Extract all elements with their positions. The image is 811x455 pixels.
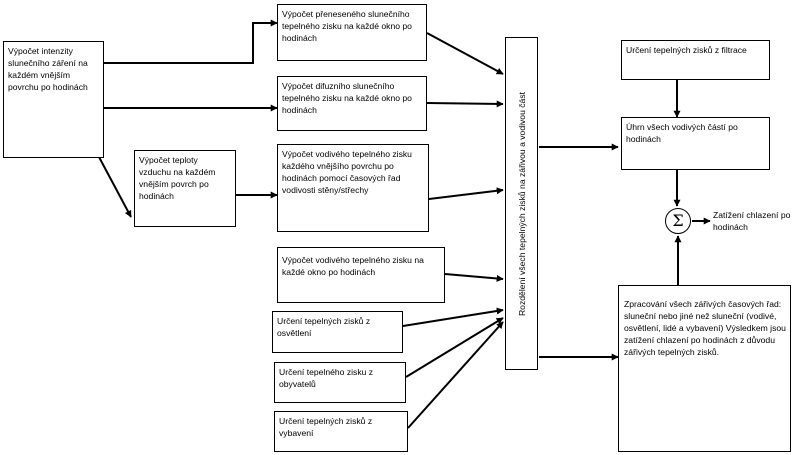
sum-convective-box: Úhrn všech vodivých částí po hodinách [621,117,770,170]
radiant-processing-box: Zpracování všech zářivých časových řad: … [618,285,791,452]
split-radiant-convective-label: Rozdělení všech tepelných zisků na zářiv… [516,91,527,316]
split-radiant-convective-box: Rozdělení všech tepelných zisků na zářiv… [505,37,538,370]
infiltration-gain-box: Určení tepelných zisků z filtrace [621,40,770,80]
solar-intensity-box: Výpočet intenzity slunečního záření na k… [3,41,104,158]
conductive-surface-gain-box: Výpočet vodivého tepelného zisku každého… [277,144,429,232]
diffuse-solar-gain-box: Výpočet difuzního slunečního tepelného z… [277,76,427,131]
arrow-conductive-window-to-split [444,273,504,282]
arrow-diffuse-to-split [426,100,504,108]
arrow-solar-to-transmitted [103,19,278,64]
lighting-gain-box: Určení tepelných zisků z osvětlení [272,311,403,353]
occupant-gain-box: Určení tepelného zisku z obyvatelů [274,362,406,403]
air-temperature-box: Výpočet teploty vzduchu na každém vnější… [134,150,236,227]
arrow-equipment-to-split [407,321,504,429]
arrow-transmitted-to-split [426,32,504,75]
cooling-load-output-label: Zatížení chlazení po hodinách [713,210,791,232]
arrow-solar-to-air-temp [98,156,132,218]
conductive-window-gain-box: Výpočet vodivého tepelného zisku na každ… [277,247,445,303]
arrow-conductive-surface-to-split [428,187,504,200]
summation-node: Σ [665,208,691,234]
arrow-occupants-to-split [405,317,504,378]
transmitted-solar-gain-box: Výpočet přeneseného slunečního tepelného… [277,4,427,61]
equipment-gain-box: Určení tepelných zisků z vybavení [274,411,408,452]
arrow-lighting-to-split [402,307,504,327]
